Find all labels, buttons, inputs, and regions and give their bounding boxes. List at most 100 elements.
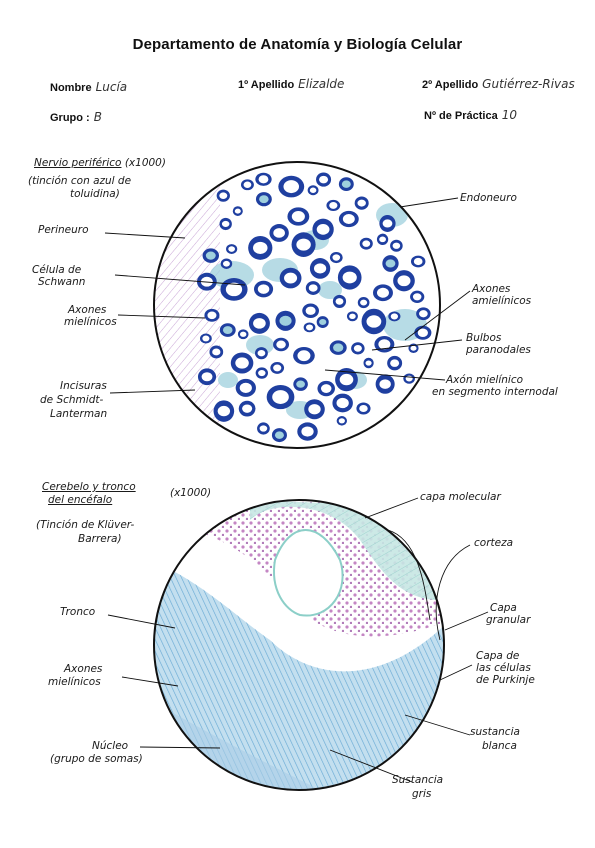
axon-core <box>332 254 341 261</box>
page-title: Departamento de Anatomía y Biología Celu… <box>132 36 463 53</box>
axon-core <box>301 426 314 437</box>
nerve-section <box>154 162 440 448</box>
axon-core <box>240 331 247 337</box>
label-sustancia-blanca-2: blanca <box>482 740 517 752</box>
axon-core <box>242 404 253 413</box>
axon-core <box>392 242 401 249</box>
label-tronco: Tronco <box>60 606 96 618</box>
axon-core <box>228 246 235 252</box>
label-bulbos-2: paranodales <box>466 344 531 356</box>
axon-core <box>338 418 345 424</box>
axon-core <box>291 211 305 222</box>
label-schwann-2: Schwann <box>38 276 86 288</box>
axon-core <box>222 326 233 335</box>
axon-core <box>273 228 285 238</box>
axon-core <box>319 319 327 326</box>
fig1-magnification: (x1000) <box>124 157 166 169</box>
axon-core <box>225 282 243 297</box>
grupo-label: Grupo : <box>50 112 90 124</box>
axon-core <box>234 208 241 214</box>
axon-core <box>419 310 428 318</box>
practica-label: Nº de Práctica <box>424 110 498 122</box>
axon-core <box>221 220 230 228</box>
axon-core <box>305 324 314 331</box>
apellido1-label: 1º Apellido <box>238 79 295 91</box>
axon-core <box>316 224 330 235</box>
axon-core <box>417 328 428 338</box>
axon-core <box>273 364 282 372</box>
axon-core <box>390 359 400 367</box>
label-sustancia-gris-2: gris <box>412 788 432 800</box>
axon-core <box>283 180 300 194</box>
label-purkinje-3: de Purkinje <box>476 674 535 686</box>
axon-core <box>239 382 252 393</box>
axon-core <box>217 405 231 417</box>
sulcus-region <box>273 529 344 617</box>
axon-core <box>223 260 230 267</box>
fig2-leader-lines <box>107 497 489 783</box>
nombre-value: Lucía <box>95 80 128 94</box>
axon-core <box>349 313 356 320</box>
axon-core <box>397 275 411 287</box>
axon-core <box>335 298 344 305</box>
axon-core <box>296 238 311 251</box>
label-purkinje-2: las células <box>476 662 531 674</box>
apellido1-value: Elizalde <box>298 77 345 91</box>
label-sustancia-gris-1: Sustancia <box>392 774 444 786</box>
label-amielinicos-1: Axones <box>472 283 511 295</box>
axon-core <box>235 357 249 369</box>
axon-core <box>339 373 354 386</box>
myelinated-axons <box>196 172 432 443</box>
label-incisuras-3: Lanterman <box>50 408 108 420</box>
nombre-label: Nombre <box>50 82 92 94</box>
label-axones-mielinicos-2: mielínicos <box>64 316 117 328</box>
axon-core <box>376 287 389 298</box>
axon-core <box>284 272 298 284</box>
label-internodal-2: en segmento internodal <box>432 386 558 398</box>
label-schwann-1: Célula de <box>32 264 82 276</box>
fig1-leader-lines <box>104 197 471 394</box>
axon-core <box>362 240 371 247</box>
axon-core <box>336 397 349 409</box>
axon-core <box>205 251 216 260</box>
label-nucleo-2: (grupo de somas) <box>50 753 143 765</box>
label-capa-granular-1: Capa <box>490 602 517 614</box>
label-endoneuro: Endoneuro <box>460 192 517 204</box>
axon-core <box>257 284 270 294</box>
label-axones-1: Axones <box>64 663 103 675</box>
axon-core <box>272 390 289 404</box>
axon-core <box>357 199 366 207</box>
label-corteza: corteza <box>474 537 514 549</box>
axon-core <box>259 195 269 204</box>
axon-core <box>258 369 266 377</box>
fig2-title-2: del encéfalo <box>48 494 113 506</box>
axon-core <box>359 404 368 413</box>
cerebellum-circle-outline <box>153 499 445 791</box>
axon-core <box>274 431 284 439</box>
white-matter-region <box>154 560 444 790</box>
axon-core <box>296 380 305 388</box>
axon-core <box>253 318 266 329</box>
label-purkinje-1: Capa de <box>476 650 520 662</box>
label-amielinicos-2: amielínicos <box>472 295 532 307</box>
grupo-field: Grupo :B <box>50 110 102 124</box>
axon-core <box>360 299 368 306</box>
fig1-stain-1: (tinción con azul de <box>28 175 132 187</box>
axon-core <box>341 180 351 188</box>
axon-core <box>390 313 399 320</box>
axon-core <box>202 335 210 342</box>
fig2-stain-1: (Tinción de Klüver- <box>36 519 135 531</box>
axon-core <box>259 425 268 432</box>
axon-core <box>410 345 417 351</box>
axon-core <box>201 372 213 382</box>
axon-core <box>379 236 386 243</box>
axon-core <box>320 384 332 393</box>
apellido2-value: Gutiérrez-Rivas <box>482 77 575 91</box>
label-sustancia-blanca-1: sustancia <box>470 726 520 738</box>
apellido2-label: 2º Apellido <box>422 79 479 91</box>
label-bulbos-1: Bulbos <box>466 332 502 344</box>
label-nucleo-1: Núcleo <box>92 740 129 752</box>
